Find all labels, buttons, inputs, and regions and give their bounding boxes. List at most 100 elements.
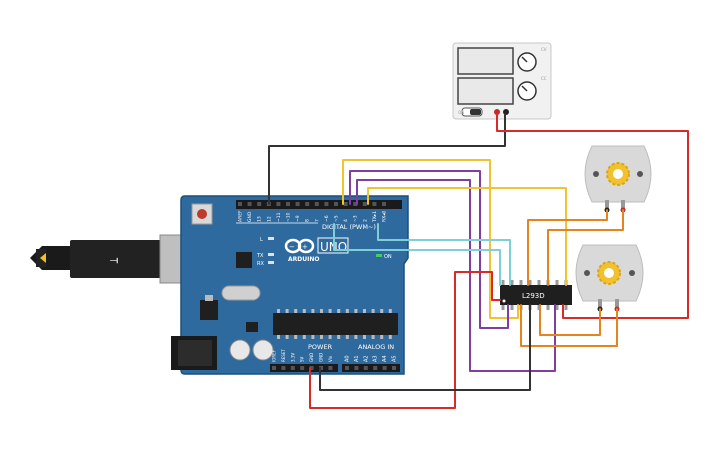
power-led <box>376 254 382 257</box>
header-pin[interactable] <box>362 202 367 206</box>
header-pin[interactable] <box>286 202 290 206</box>
chip-leg <box>311 335 315 339</box>
top-pin-label: ~5 <box>334 215 340 222</box>
chip-leg <box>388 335 392 339</box>
analog-pin[interactable] <box>345 366 349 370</box>
analog-pin-label: A3 <box>373 355 379 362</box>
top-pin-label: ~11 <box>276 212 282 222</box>
chip-leg <box>363 335 366 339</box>
top-pin-label: AREF <box>238 210 244 222</box>
usb-chip <box>236 252 252 268</box>
header-pin[interactable] <box>372 202 377 206</box>
chip-leg <box>337 309 341 313</box>
chip-leg <box>371 309 375 313</box>
driver-leg[interactable] <box>501 280 505 286</box>
driver-leg[interactable] <box>528 280 532 286</box>
driver-chip-label: L293D <box>522 292 545 300</box>
analog-pin[interactable] <box>392 366 396 370</box>
header-pin[interactable] <box>257 202 262 206</box>
analog-pin[interactable] <box>373 366 378 370</box>
header-pin[interactable] <box>314 202 319 206</box>
driver-leg[interactable] <box>519 280 523 286</box>
analog-pin[interactable] <box>354 366 359 370</box>
power-pin-label: 5V <box>300 356 305 362</box>
analog-pin-label: A1 <box>354 355 360 362</box>
top-pin-label: ~3 <box>353 215 359 222</box>
wire-black-gnd-bottom <box>319 304 531 391</box>
analog-pin-label: A4 <box>382 355 388 362</box>
power-pin[interactable] <box>290 366 295 370</box>
header-pin[interactable] <box>343 202 348 206</box>
chip-leg <box>328 335 332 339</box>
power-pin[interactable] <box>300 366 305 370</box>
driver-leg[interactable] <box>510 280 514 286</box>
header-pin[interactable] <box>334 202 338 206</box>
header-pin[interactable] <box>382 202 386 206</box>
driver-leg[interactable] <box>546 304 550 310</box>
driver-leg[interactable] <box>537 280 541 286</box>
power-pin[interactable] <box>272 366 276 370</box>
analog-pin[interactable] <box>382 366 387 370</box>
wires <box>268 113 689 409</box>
analog-pin-label: A0 <box>345 355 351 362</box>
chip-leg <box>285 309 289 313</box>
power-pin-label: GND <box>309 353 314 362</box>
top-pin-label: 8 <box>305 219 311 222</box>
driver-leg[interactable] <box>564 304 568 310</box>
power-pin-label: GND <box>319 353 324 362</box>
wire-yellow-pin3 <box>367 187 567 286</box>
wire-red-5v <box>309 271 501 409</box>
top-pin-label: GND <box>247 211 253 222</box>
analog-header <box>342 364 400 372</box>
header-pin[interactable] <box>324 202 329 206</box>
wire-orange-motor2-a <box>539 304 601 336</box>
driver-leg[interactable] <box>555 280 559 286</box>
capacitor-1 <box>229 339 251 361</box>
power-pin[interactable] <box>309 366 314 370</box>
chip-leg <box>371 335 375 339</box>
dc-motor-2[interactable] <box>575 244 644 312</box>
chip-leg <box>363 309 366 313</box>
power-supply-button-label: ON <box>458 110 464 115</box>
power-supply[interactable]: CV CC ON <box>452 42 552 120</box>
header-pin[interactable] <box>247 202 252 206</box>
power-supply-positive-terminal[interactable] <box>494 109 500 115</box>
power-pin[interactable] <box>328 366 333 370</box>
chip-leg <box>320 335 323 339</box>
top-pin-label: RX◂0 <box>382 211 388 222</box>
led-rx <box>268 261 274 264</box>
channel-label-cc: CC <box>541 76 547 81</box>
wire-red-psu-driver <box>496 113 689 319</box>
analog-pin[interactable] <box>363 366 368 370</box>
driver-leg[interactable] <box>555 304 559 310</box>
chip-leg <box>294 309 298 313</box>
wire-orange-motor2-b <box>520 304 618 347</box>
header-pin[interactable] <box>276 202 281 206</box>
chip-leg <box>388 309 392 313</box>
header-pin[interactable] <box>353 202 358 206</box>
dc-motor-1[interactable] <box>584 145 652 213</box>
driver-leg[interactable] <box>510 304 514 310</box>
header-pin[interactable] <box>295 202 300 206</box>
digital-header-label: DIGITAL (PWM~) <box>322 223 376 231</box>
brand-label: ARDUINO <box>288 256 319 263</box>
top-pin-label: 2 <box>362 219 368 222</box>
power-label: POWER <box>308 343 333 351</box>
driver-leg[interactable] <box>501 304 505 310</box>
usb-cable <box>70 240 168 278</box>
top-pin-label: ~6 <box>324 215 330 222</box>
power-supply-display-voltage <box>457 47 514 75</box>
chip-leg <box>345 309 349 313</box>
power-pin[interactable] <box>281 366 286 370</box>
wire-orange-motor1-a <box>527 209 608 286</box>
top-pin-label: 13 <box>257 216 263 222</box>
header-pin[interactable] <box>238 202 242 206</box>
analog-label: ANALOG IN <box>358 343 394 351</box>
chip-leg <box>380 335 384 339</box>
power-pin-label: IOREF <box>272 349 277 362</box>
header-pin[interactable] <box>305 202 310 206</box>
chip-leg <box>354 309 358 313</box>
chip-leg <box>302 309 306 313</box>
top-pin-label: 7 <box>314 219 320 222</box>
